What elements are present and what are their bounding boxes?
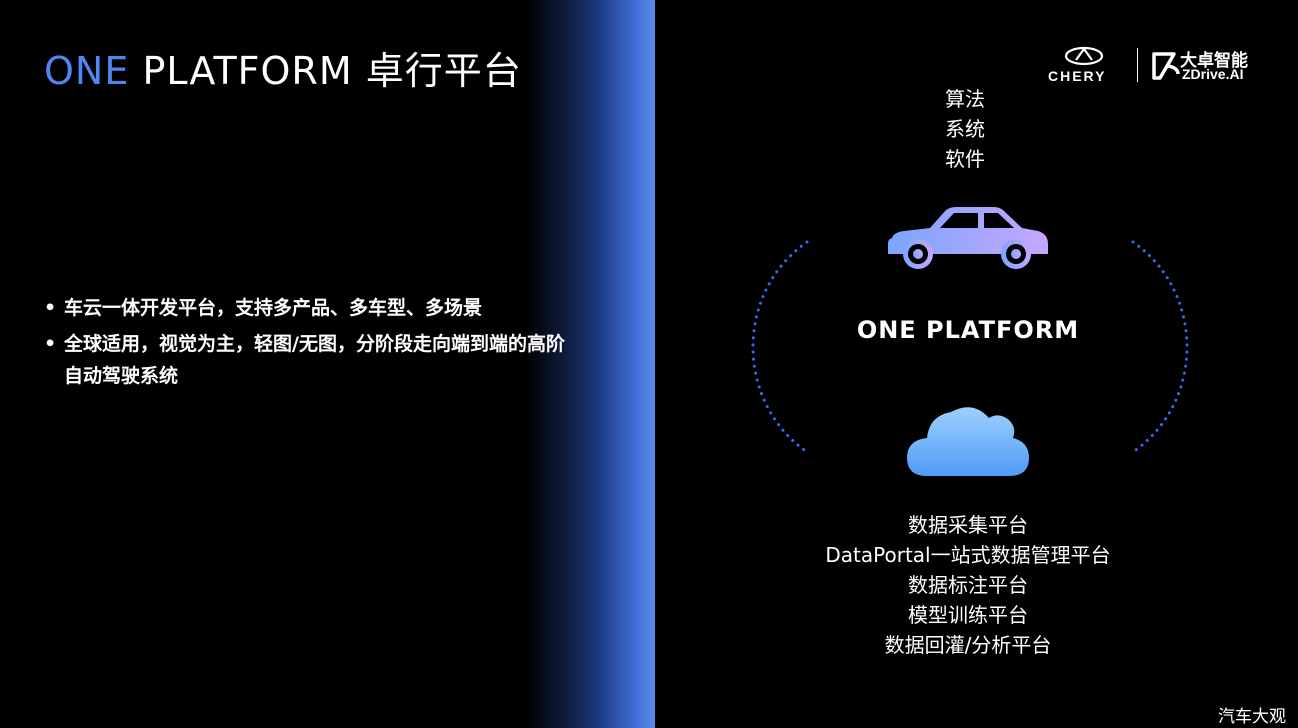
watermark: 汽车大观 [1218,707,1286,727]
car-icon [888,207,1048,269]
zdrive-en-wordmark: ZDrive.AI [1182,66,1244,82]
zdrive-logo-icon [1152,52,1180,80]
cloud-icon [907,407,1029,476]
vehicle-side-list: 算法 系统 软件 [900,84,1030,174]
vehicle-side-item: 软件 [945,147,985,171]
vehicle-side-item: 算法 [945,87,985,111]
cloud-side-item: 数据标注平台 [908,573,1028,597]
page-title: ONE PLATFORM 卓行平台 [44,40,522,95]
bullet-item: 车云一体开发平台，支持多产品、多车型、多场景 [44,292,574,324]
left-arc [751,240,809,454]
right-arc [1131,240,1189,454]
center-label: ONE PLATFORM [856,316,1080,344]
cloud-side-item: 模型训练平台 [908,603,1028,627]
cloud-side-item: 数据回灌/分析平台 [884,633,1052,657]
vehicle-side-item: 系统 [945,117,985,141]
cloud-side-item: DataPortal一站式数据管理平台 [825,543,1111,567]
cycle-arcs [751,240,1189,454]
cloud-side-item: 数据采集平台 [908,513,1028,537]
zdrive-cn-wordmark: 大卓智能 [1180,51,1248,71]
logo-divider [1137,48,1138,82]
title-one: ONE [44,49,130,93]
chery-logo-icon [1064,46,1104,66]
chery-wordmark: CHERY [1048,68,1107,84]
bullet-list: 车云一体开发平台，支持多产品、多车型、多场景 全球适用，视觉为主，轻图/无图，分… [44,292,574,396]
title-rest: PLATFORM 卓行平台 [142,49,522,93]
cloud-side-list: 数据采集平台 DataPortal一站式数据管理平台 数据标注平台 模型训练平台… [780,510,1156,660]
bullet-item: 全球适用，视觉为主，轻图/无图，分阶段走向端到端的高阶自动驾驶系统 [44,328,574,392]
